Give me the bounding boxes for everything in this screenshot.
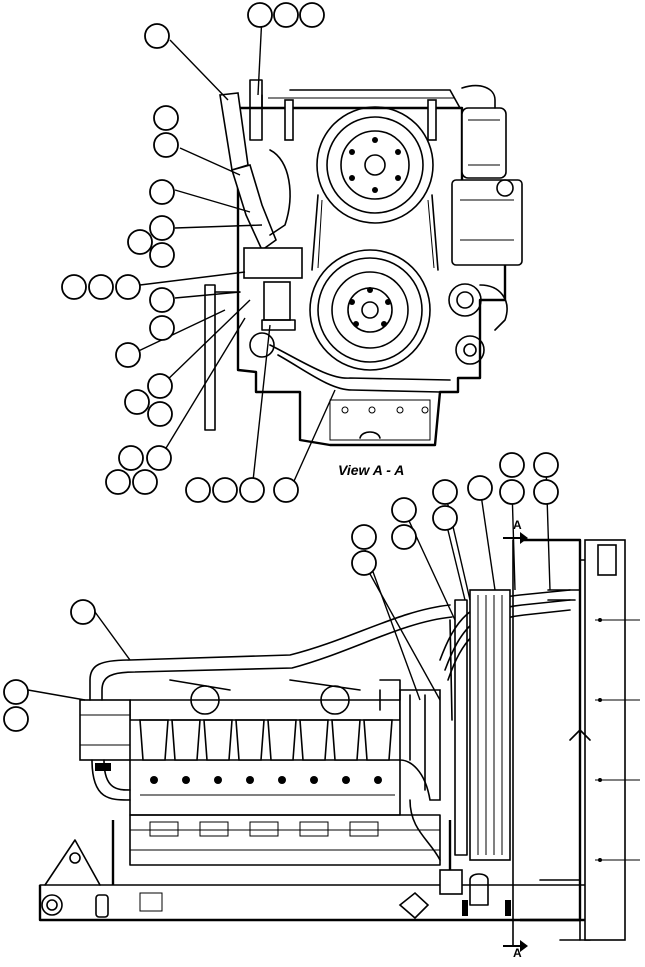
top-view-callouts	[61, 2, 336, 503]
view-label: View A - A	[338, 462, 405, 478]
cylinder-heads	[139, 719, 395, 796]
side-view-callouts	[3, 452, 559, 732]
front-view-engine	[204, 79, 523, 447]
side-view-engine	[38, 532, 640, 952]
section-marker-top: A	[513, 518, 522, 532]
section-marker-bottom: A	[513, 946, 522, 960]
